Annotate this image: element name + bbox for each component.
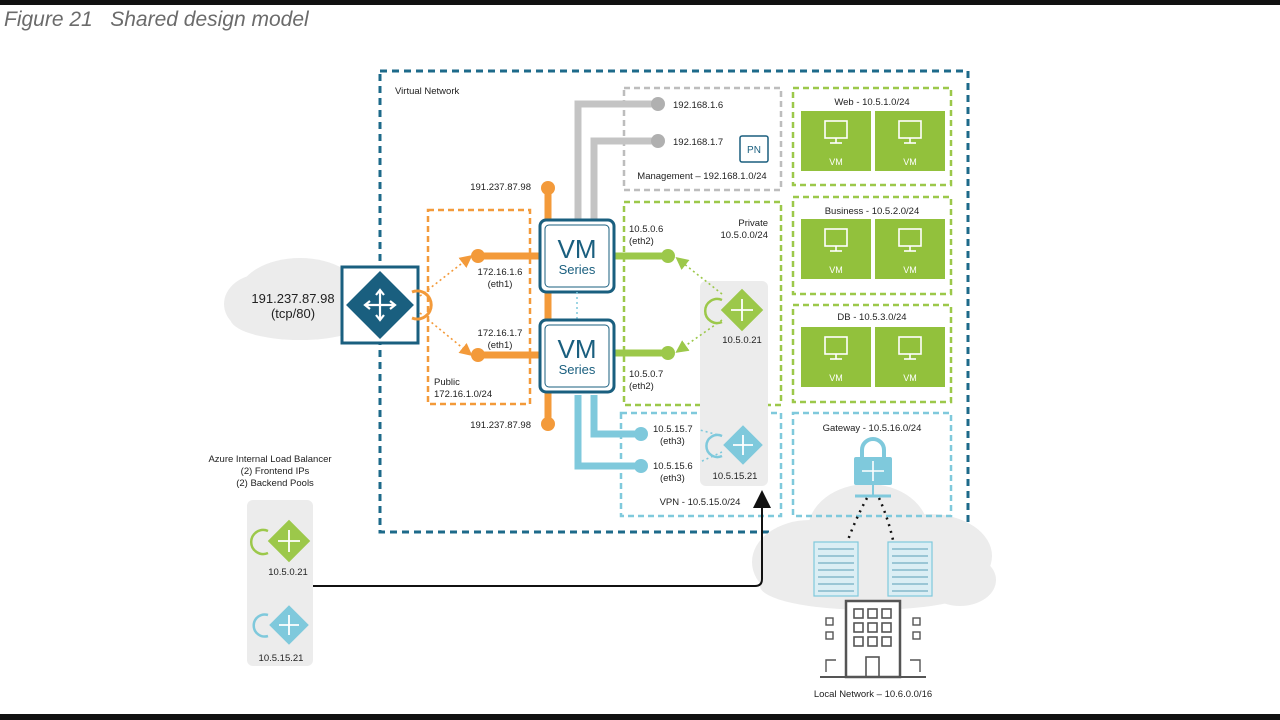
local-device-2-icon[interactable]	[887, 541, 933, 597]
vpn-lb-ip: 10.5.15.21	[713, 471, 758, 482]
gateway-subnet	[791, 411, 953, 518]
eth3-link-a	[590, 395, 640, 438]
gateway-subnet-label: Gateway - 10.5.16.0/24	[823, 423, 922, 434]
gateway-link-2	[877, 497, 895, 541]
eth1-a-if: (eth1)	[488, 279, 513, 290]
eth3-link-b	[574, 395, 640, 470]
virtual-network-boundary	[378, 69, 970, 534]
eth2-b-ip: 10.5.0.7	[629, 369, 663, 380]
vpn-gateway-lock-icon[interactable]	[854, 437, 892, 498]
db-subnet	[791, 303, 953, 404]
eth2-a-if: (eth2)	[629, 236, 654, 247]
bottom-border-bar	[0, 714, 1280, 720]
web-vm-1-monitor-icon	[824, 120, 848, 144]
eth1-b-if: (eth1)	[488, 340, 513, 351]
private-lb-arrow-b	[675, 319, 723, 353]
local-network-building-icon	[820, 599, 926, 679]
db-vm-2-label: VM	[903, 373, 917, 383]
azure-ilb-panel	[247, 500, 313, 666]
eth2-a-ip: 10.5.0.6	[629, 224, 663, 235]
eth3-b-if: (eth3)	[660, 473, 685, 484]
azure-ilb-private-loop-icon	[250, 528, 269, 556]
public-title: Public	[434, 377, 460, 388]
eth1-b-ip: 172.16.1.7	[478, 328, 523, 339]
azure-ilb-ip-2: 10.5.15.21	[259, 653, 304, 664]
web-vm-2-monitor-icon	[898, 120, 922, 144]
lb-to-eth1-a-arrow	[419, 255, 473, 297]
eth1-endpoint-b	[471, 348, 485, 362]
business-vm-1-label: VM	[829, 265, 843, 275]
eth3-endpoint-a	[634, 427, 648, 441]
private-lb-loop-icon	[704, 297, 723, 325]
lb-to-eth1-b-arrow	[419, 312, 473, 357]
management-ip-2: 192.168.1.7	[673, 137, 723, 148]
vm-series-2-line1: VM	[558, 334, 597, 364]
eth3-a-if: (eth3)	[660, 436, 685, 447]
private-lb-ip: 10.5.0.21	[722, 335, 762, 346]
vm-series-firewall-1[interactable]: VM Series	[538, 218, 616, 294]
top-border-bar	[0, 0, 1280, 5]
eth3-b-ip: 10.5.15.6	[653, 461, 693, 472]
public-bottom-ip: 191.237.87.98	[470, 420, 531, 431]
eth1-a-ip: 172.16.1.6	[478, 267, 523, 278]
vm-series-2-line2: Series	[559, 362, 596, 377]
public-subnet-cidr: 172.16.1.0/24	[434, 389, 492, 400]
azure-ilb-title: Azure Internal Load Balancer	[208, 454, 331, 465]
eth2-b-if: (eth2)	[629, 381, 654, 392]
lb-arrows-icon	[363, 288, 397, 322]
db-vm-1-label: VM	[829, 373, 843, 383]
vpn-lb-loop-icon	[705, 433, 723, 459]
web-subnet	[791, 86, 953, 187]
eth1-endpoint-a	[471, 249, 485, 263]
local-network-label: Local Network – 10.6.0.0/16	[814, 689, 932, 700]
azure-ilb-frontend: (2) Frontend IPs	[241, 466, 310, 477]
eth2-endpoint-b	[661, 346, 675, 360]
management-ip-1: 192.168.1.6	[673, 100, 723, 111]
internet-ip: 191.237.87.98	[251, 291, 334, 306]
eth3-endpoint-b	[634, 459, 648, 473]
private-title: Private	[738, 218, 768, 229]
management-endpoint-1	[651, 97, 665, 111]
figure-caption: Figure 21 Shared design model	[4, 8, 309, 31]
web-subnet-label: Web - 10.5.1.0/24	[834, 97, 909, 108]
virtual-network-label: Virtual Network	[395, 86, 459, 97]
vm-series-1-line2: Series	[559, 262, 596, 277]
vm-series-1-line1: VM	[558, 234, 597, 264]
azure-ilb-ip-1: 10.5.0.21	[268, 567, 308, 578]
business-vm-2-monitor-icon	[898, 228, 922, 252]
public-endpoint-top	[541, 181, 555, 195]
business-vm-2-label: VM	[903, 265, 917, 275]
eth3-a-ip: 10.5.15.7	[653, 424, 693, 435]
lb-loop-icon	[411, 289, 433, 321]
db-vm-2-monitor-icon	[898, 336, 922, 360]
azure-ilb-backend: (2) Backend Pools	[236, 478, 314, 489]
business-vm-1-monitor-icon	[824, 228, 848, 252]
private-subnet-cidr: 10.5.0.0/24	[720, 230, 768, 241]
gateway-link-1	[846, 497, 869, 541]
management-endpoint-2	[651, 134, 665, 148]
panorama-label: PN	[747, 145, 761, 156]
public-endpoint-bottom	[541, 417, 555, 431]
vpn-subnet-label: VPN - 10.5.15.0/24	[660, 497, 741, 508]
web-vm-2-label: VM	[903, 157, 917, 167]
vm-series-firewall-2[interactable]: VM Series	[538, 318, 616, 394]
business-subnet	[791, 195, 953, 296]
management-subnet-label: Management – 192.168.1.0/24	[637, 171, 766, 182]
web-vm-1-label: VM	[829, 157, 843, 167]
local-device-1-icon[interactable]	[813, 541, 859, 597]
panorama-icon	[739, 135, 769, 163]
business-subnet-label: Business - 10.5.2.0/24	[825, 206, 920, 217]
public-top-ip: 191.237.87.98	[470, 182, 531, 193]
private-lb-arrow-a	[675, 257, 723, 295]
internet-port: (tcp/80)	[271, 306, 315, 321]
public-subnet	[426, 208, 532, 406]
azure-ilb-connector	[313, 490, 771, 587]
azure-ilb-vpn-loop-icon	[252, 613, 269, 638]
eth2-endpoint-a	[661, 249, 675, 263]
db-vm-1-monitor-icon	[824, 336, 848, 360]
local-network-cloud	[752, 484, 996, 610]
db-subnet-label: DB - 10.5.3.0/24	[837, 312, 906, 323]
